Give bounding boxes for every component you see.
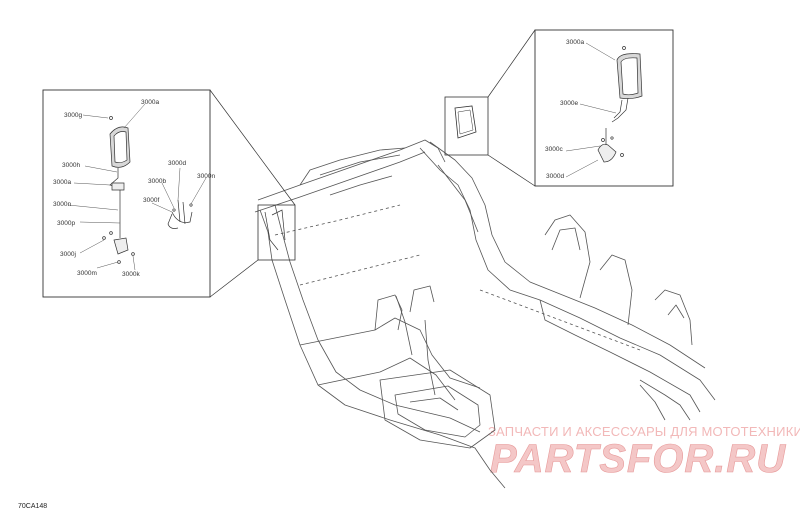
watermark-logo: PARTSFOR.RU [490,437,786,481]
watermark: ЗАПЧАСТИ И АКСЕССУАРЫ ДЛЯ МОТОТЕХНИКИ PA… [488,424,800,481]
callout-3000n-left: 3000n [53,201,71,208]
callout-3000a-stem: 3000a [53,179,71,186]
callout-3000p: 3000p [57,220,75,227]
callout-3000a-right: 3000a [566,39,584,46]
watermark-tagline: ЗАПЧАСТИ И АКСЕССУАРЫ ДЛЯ МОТОТЕХНИКИ [488,424,800,439]
callout-3000j: 3000j [60,251,76,258]
detail-box-left [257,204,296,261]
callout-3000b: 3000b [148,178,166,185]
zoom-panel-right: 3000a 3000e 3000c 3000d [534,29,674,187]
callout-3000e: 3000e [560,100,578,107]
callout-3000a-mirror: 3000a [141,99,159,106]
callout-3000d-left: 3000d [168,160,186,167]
callout-3000g: 3000g [64,112,82,119]
diagram-code: 70CA148 [18,503,47,510]
callout-3000c: 3000c [545,146,563,153]
callout-3000n-right: 3000n [197,173,215,180]
zoom-connectors [209,29,536,298]
callout-3000h: 3000h [62,162,80,169]
callout-3000m: 3000m [77,270,97,277]
callout-3000f: 3000f [143,197,159,204]
detail-box-right [444,96,489,156]
vehicle-frame [254,139,716,489]
zoom-panel-left: 3000g 3000a 3000h 3000a 3000n 3000p 3000… [42,89,215,298]
callout-3000d-right: 3000d [546,173,564,180]
callout-3000k: 3000k [122,271,140,278]
